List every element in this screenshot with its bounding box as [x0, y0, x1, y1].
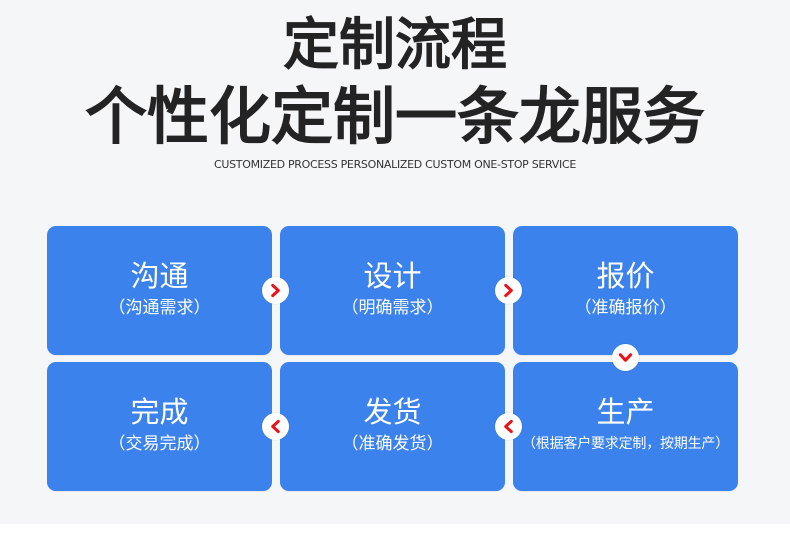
chevron-left-icon	[262, 413, 289, 440]
chevron-right-icon	[262, 277, 289, 304]
step-title: 沟通	[130, 259, 189, 293]
step-subtitle: （准确发货）	[341, 434, 444, 454]
step-subtitle: （沟通需求）	[108, 298, 211, 318]
chevron-right-icon	[495, 277, 522, 304]
step-subtitle: （交易完成）	[108, 434, 211, 454]
page-title: 定制流程	[283, 13, 507, 78]
step-subtitle: （准确报价）	[574, 298, 677, 318]
step-title: 报价	[596, 259, 655, 293]
step-card-ship: 发货 （准确发货）	[280, 362, 505, 491]
step-subtitle: （明确需求）	[341, 298, 444, 318]
step-title: 完成	[130, 395, 189, 429]
step-title: 设计	[363, 259, 422, 293]
step-card-produce: 生产 （根据客户要求定制，按期生产）	[513, 362, 738, 491]
step-subtitle: （根据客户要求定制，按期生产）	[522, 436, 729, 452]
step-title: 生产	[596, 395, 655, 429]
step-card-complete: 完成 （交易完成）	[47, 362, 272, 491]
chevron-down-icon	[612, 344, 639, 371]
step-card-communicate: 沟通 （沟通需求）	[47, 226, 272, 355]
step-title: 发货	[363, 395, 422, 429]
english-subtitle: CUSTOMIZED PROCESS PERSONALIZED CUSTOM O…	[213, 158, 576, 171]
bottom-band	[0, 524, 790, 548]
chevron-left-icon	[495, 413, 522, 440]
page-headline: 个性化定制一条龙服务	[84, 80, 705, 153]
step-card-design: 设计 （明确需求）	[280, 226, 505, 355]
step-card-quote: 报价 （准确报价）	[513, 226, 738, 355]
